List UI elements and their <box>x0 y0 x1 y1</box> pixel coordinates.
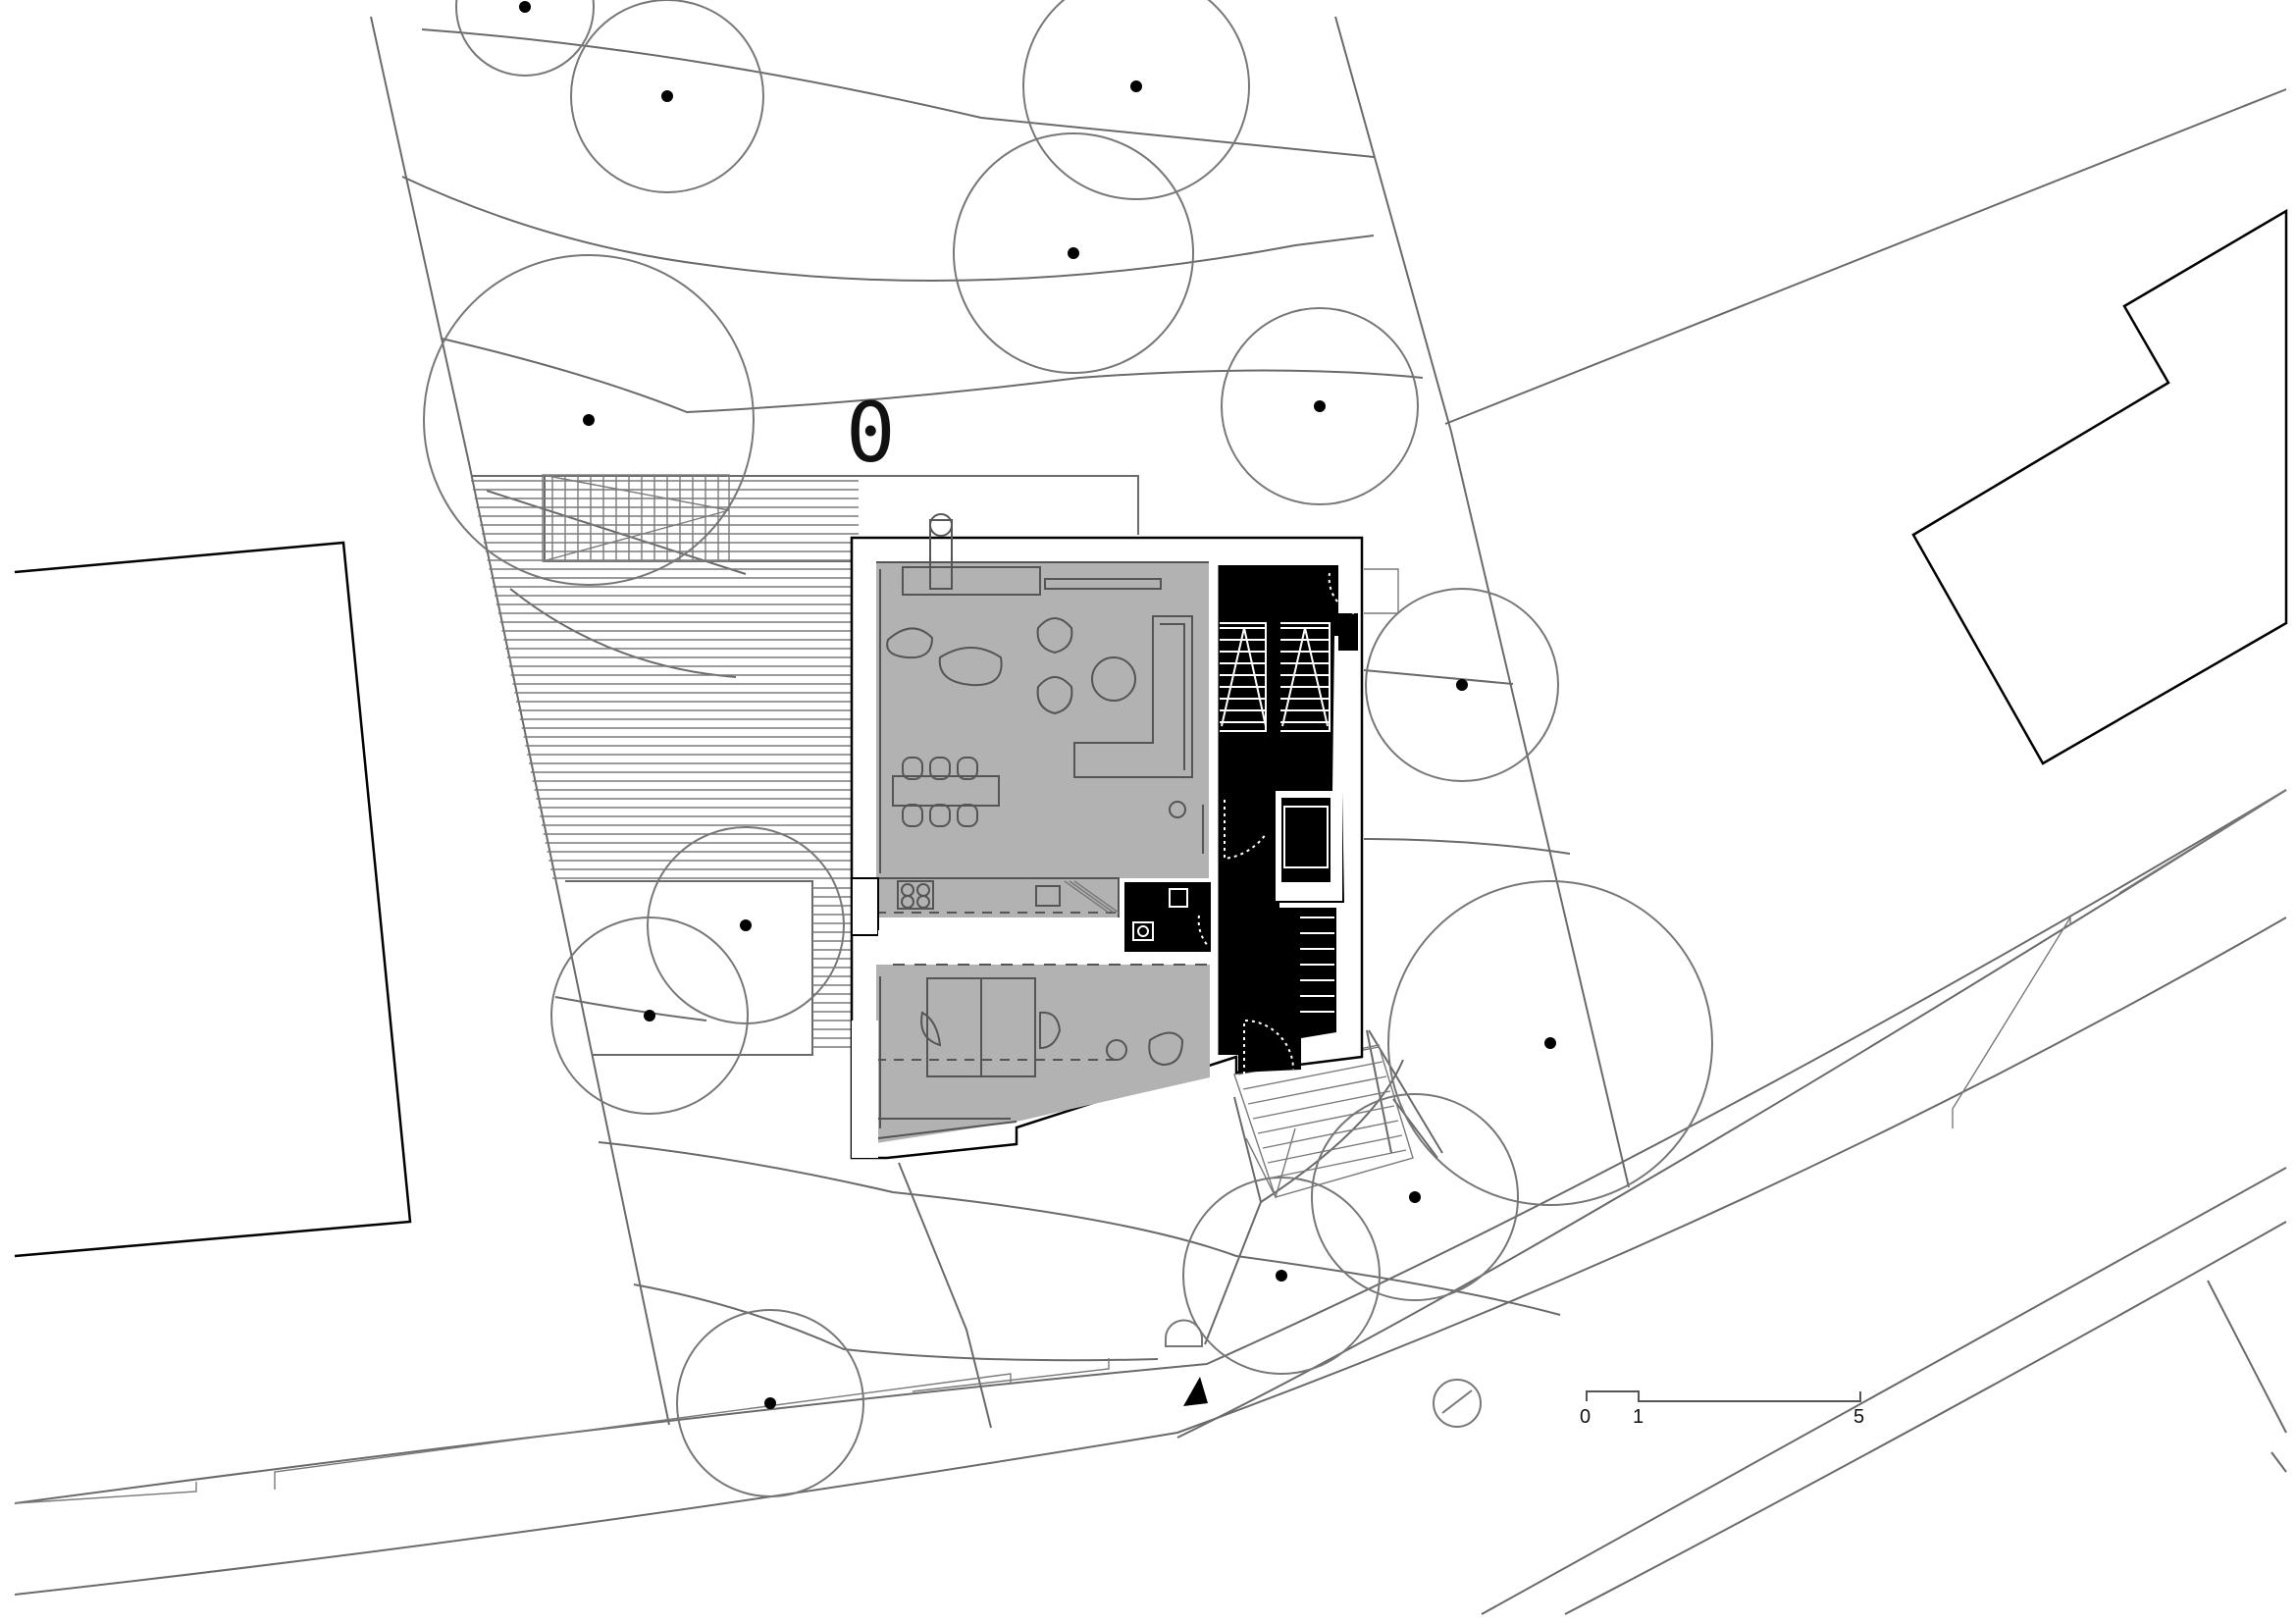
house <box>850 513 1399 1160</box>
tree-canopy <box>1365 588 1559 782</box>
stair-tread <box>1247 1075 1387 1105</box>
scale-tick-5: 5 <box>1853 1406 1864 1428</box>
tree-canopy <box>1182 1177 1381 1375</box>
interior-stair <box>1220 622 1334 1013</box>
street <box>14 789 2287 1615</box>
bedroom <box>876 965 1210 1143</box>
stair-tread <box>1242 1061 1383 1090</box>
tree-trunk <box>583 414 595 426</box>
tree-trunk <box>1314 400 1326 412</box>
tree-canopy <box>550 917 749 1115</box>
tree-trunk <box>1544 1037 1556 1049</box>
hydrant-icon <box>1164 1319 1203 1347</box>
tree-canopy <box>423 254 755 586</box>
scale-tick-1: 1 <box>1633 1406 1644 1428</box>
stair-outline <box>1220 622 1267 732</box>
tree-canopy <box>676 1309 864 1497</box>
tree-canopy <box>1387 880 1713 1206</box>
stair-tread <box>1262 1120 1399 1149</box>
scale-tick-0: 0 <box>1580 1406 1591 1428</box>
tree-trunk <box>661 90 673 102</box>
tree-canopy <box>1221 307 1419 505</box>
tree-canopy <box>455 0 595 77</box>
tree-canopy <box>647 826 845 1024</box>
stair-arrow <box>1221 627 1267 727</box>
stair-tread <box>1252 1090 1391 1120</box>
stair-tread <box>1272 1149 1407 1179</box>
wooden-deck <box>471 480 859 1048</box>
scale-bar: 0 1 5 <box>1580 1390 1864 1428</box>
stair-outline <box>1280 622 1331 732</box>
tree-trunk <box>1130 80 1142 92</box>
level-label: 0 <box>846 385 896 481</box>
tree-canopy <box>570 0 764 193</box>
garden-stairs <box>542 474 730 562</box>
tree-trunk <box>764 1397 776 1409</box>
stair-arrow <box>1281 627 1329 727</box>
manhole-icon <box>1433 1379 1482 1428</box>
tree-canopy <box>1311 1093 1519 1301</box>
trees <box>423 0 1713 1497</box>
tree-trunk <box>1456 679 1468 691</box>
tree-trunk <box>1276 1270 1287 1282</box>
tree-trunk <box>740 919 752 931</box>
triangle-north-arrow-icon <box>1183 1377 1208 1406</box>
stair-tread <box>1257 1105 1395 1134</box>
tree-trunk <box>1068 247 1079 259</box>
living-room <box>876 562 1209 917</box>
tree-canopy <box>953 132 1194 374</box>
tree-trunk <box>644 1010 655 1022</box>
stair-tread <box>1267 1134 1403 1164</box>
tree-trunk <box>1409 1191 1421 1203</box>
tree-canopy <box>1022 0 1250 200</box>
tree-trunk <box>519 1 531 13</box>
neighbour-buildings <box>14 208 2288 1258</box>
